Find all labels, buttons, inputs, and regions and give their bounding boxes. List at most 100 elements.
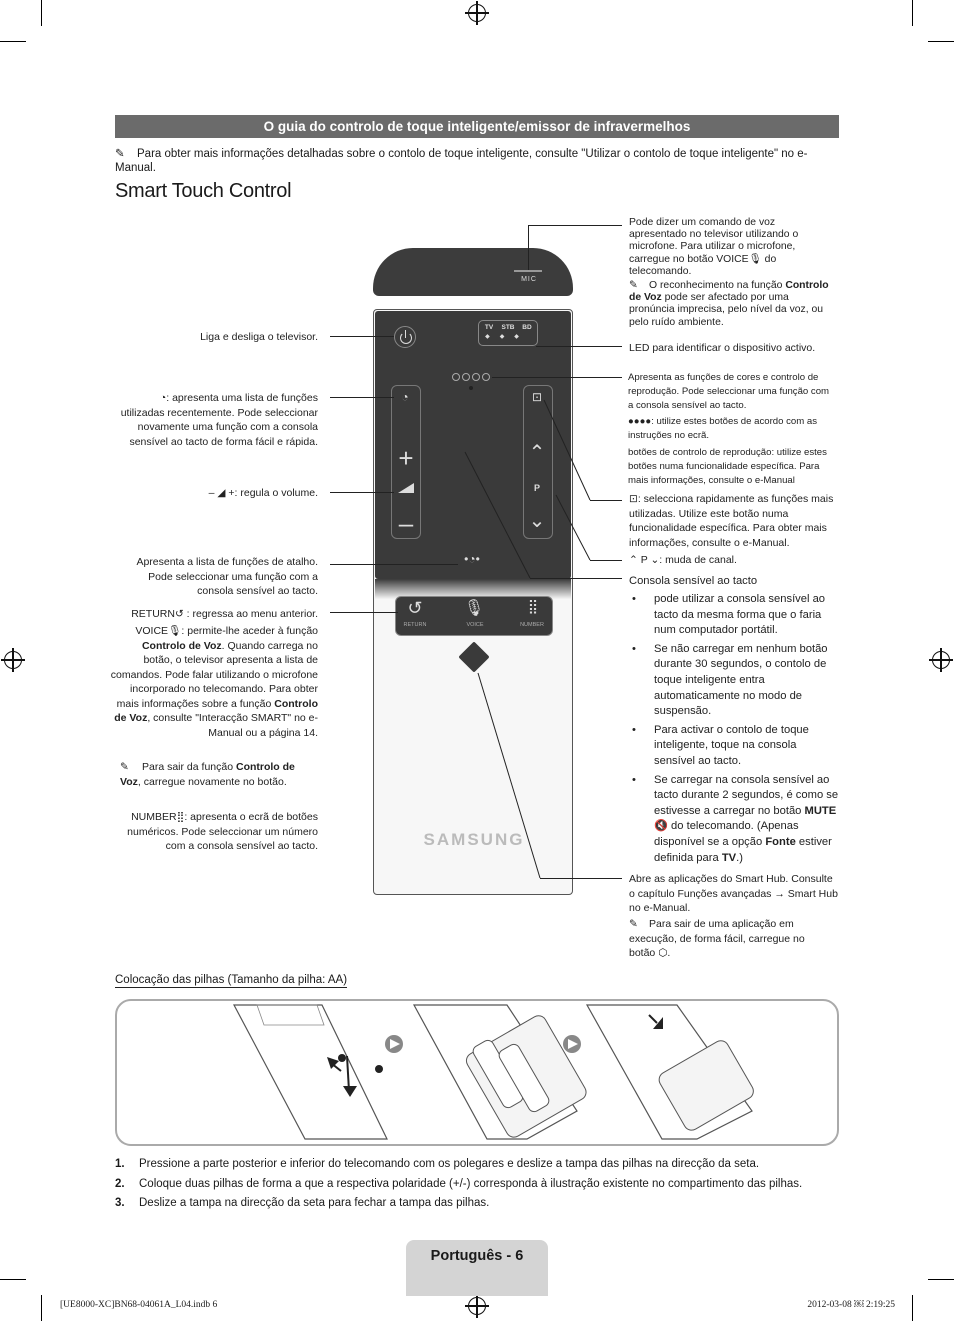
return-label: RETURN↺ : regressa ao menu anterior. — [131, 608, 318, 620]
list-item: 2.Coloque duas pilhas de forma a que a r… — [115, 1177, 803, 1190]
list-item: Para activar o contolo de toque intelige… — [632, 723, 839, 770]
crop-mark — [912, 0, 913, 26]
number-button-label: NUMBER — [520, 622, 544, 628]
mic-note: ✎O reconhecimento na função Controlo de … — [629, 280, 829, 328]
crop-mark — [912, 1295, 913, 1321]
page-number: Português - 6 — [430, 1248, 524, 1264]
remote-panel-fade — [375, 579, 571, 599]
crop-mark — [41, 1295, 42, 1321]
channel-up-icon[interactable]: ⌃ — [528, 442, 546, 464]
battery-illustration-frame — [115, 999, 839, 1146]
volume-rocker[interactable] — [391, 385, 421, 539]
return-button-label: RETURN — [403, 622, 427, 628]
note-pencil-icon: ✎ — [629, 918, 638, 930]
colors-dots-label: ●●●●: utilize estes botões de acordo com… — [628, 416, 818, 441]
color-dots-icon: ●●●● — [628, 416, 652, 427]
led-dots: ◆◆◆ — [485, 334, 529, 340]
bottom-button-bar — [395, 596, 553, 636]
shortcut-label: Apresenta a lista de funções de atalho. … — [136, 556, 318, 597]
playback-label: botões de controlo de reprodução: utiliz… — [628, 447, 827, 486]
battery-illustration — [233, 1004, 754, 1140]
leader-lines-svg — [464, 399, 591, 879]
shortcut-icon[interactable]: •◔• — [464, 552, 480, 566]
mic-grill — [514, 270, 542, 272]
crop-mark — [0, 1279, 26, 1280]
color-dot-icon — [482, 373, 490, 381]
power-button[interactable] — [394, 326, 416, 348]
page-heading: Smart Touch Control — [115, 180, 292, 202]
voice-mic-icon: 🎙 — [748, 253, 762, 265]
channel-rocker[interactable] — [523, 385, 553, 539]
crop-mark — [928, 1279, 954, 1280]
recent-icon[interactable]: ◔ — [401, 390, 409, 404]
registration-mark-icon — [929, 648, 953, 672]
note-pencil-icon: ✎ — [120, 761, 129, 773]
registration-mark-icon — [465, 1294, 489, 1318]
footer-file-info: [UE8000-XC]BN68-04061A_L04.indb 6 — [60, 1300, 218, 1310]
recent-icon: ◔: — [159, 392, 170, 404]
color-dot-icon — [452, 373, 460, 381]
recent-label: ◔: apresenta uma lista de funções utiliz… — [120, 392, 318, 448]
voice-label: VOICE🎙: permite-lhe aceder à função Cont… — [110, 625, 318, 739]
touchpad-title: Consola sensível ao tacto — [629, 575, 758, 587]
volume-label: – ◢ +: regula o volume. — [208, 487, 318, 499]
volume-down-icon[interactable]: – — [398, 508, 414, 538]
volume-level-icon: ◢ — [217, 487, 226, 499]
smart-hub-note: ✎Para sair de uma aplicação em execução,… — [629, 918, 805, 959]
intro-note: ✎Para obter mais informações detalhadas … — [115, 148, 808, 174]
tools-icon[interactable]: ⊡ — [531, 390, 543, 404]
voice-note: ✎Para sair da função Controlo de Voz, ca… — [120, 761, 295, 788]
smart-hub-icon: ⬡ — [658, 947, 668, 959]
touchpad-bullets: pode utilizar a consola sensível ao tact… — [629, 592, 839, 869]
channel-label: ⌃ P ⌄: muda de canal. — [629, 554, 737, 566]
voice-mic-icon[interactable]: 🎙 — [463, 600, 485, 617]
number-grid-icon[interactable]: ⣿ — [527, 598, 539, 614]
smart-hub-label: Abre as aplicações do Smart Hub. Consult… — [629, 873, 838, 914]
colors-label: Apresenta as funções de cores e controlo… — [628, 372, 830, 411]
brand-logo: SAMSUNG — [423, 830, 525, 849]
led-label: LED para identificar o dispositivo activ… — [629, 342, 816, 354]
list-item: Se carregar na consola sensível ao tacto… — [632, 773, 839, 867]
list-item: Se não carregar em nenhum botão durante … — [632, 642, 839, 720]
power-icon — [400, 332, 412, 344]
page-tab: Português - 6 — [406, 1240, 548, 1296]
led-indicator-panel — [478, 320, 538, 346]
channel-down-icon: ⌄ — [650, 554, 660, 566]
led-label-bd: BD — [522, 324, 532, 331]
return-icon: ↺ — [174, 608, 184, 620]
led-label-tv: TV — [484, 324, 494, 331]
channel-up-icon: ⌃ — [629, 554, 638, 566]
battery-steps: 1.Pressione a parte posterior e inferior… — [115, 1155, 845, 1214]
crop-mark — [41, 0, 42, 26]
channel-p-label: P — [533, 483, 540, 493]
tools-icon: ⊡ — [629, 493, 638, 505]
color-buttons[interactable] — [452, 373, 492, 381]
led-label-stb: STB — [501, 324, 515, 331]
voice-button-label: VOICE — [466, 622, 484, 628]
registration-mark-icon — [465, 1, 489, 25]
footer-timestamp: 2012-03-08 ￼ 2:19:25 — [807, 1300, 895, 1310]
list-item: 3.Deslize a tampa na direcção da seta pa… — [115, 1197, 490, 1209]
list-item: 1.Pressione a parte posterior e inferior… — [115, 1158, 760, 1170]
number-grid-icon: ⣿ — [176, 811, 185, 823]
section-title: O guia do controlo de toque inteligente/… — [115, 115, 839, 138]
list-item: pode utilizar a consola sensível ao tact… — [632, 592, 839, 639]
color-dot-icon — [462, 373, 470, 381]
volume-up-icon[interactable]: + — [398, 443, 414, 473]
remote-top-cap — [373, 248, 573, 296]
note-pencil-icon: ✎ — [115, 148, 125, 160]
return-icon[interactable]: ↺ — [407, 598, 423, 618]
registration-mark-icon — [1, 648, 25, 672]
crop-mark — [0, 41, 26, 42]
battery-title: Colocação das pilhas (Tamanho da pilha: … — [115, 974, 348, 988]
number-label: NUMBER⣿: apresenta o ecrã de botões numé… — [127, 811, 318, 852]
mic-label-desc: Pode dizer um comando de voz apresentado… — [629, 217, 799, 277]
note-pencil-icon: ✎ — [629, 280, 638, 291]
mute-icon: 🔇 — [654, 820, 668, 833]
channel-down-icon[interactable]: ⌄ — [528, 510, 546, 532]
color-dot-icon — [472, 373, 480, 381]
volume-level-icon — [398, 483, 414, 493]
voice-mic-icon: 🎙 — [168, 625, 182, 637]
remote-dark-panel — [375, 311, 571, 579]
power-label: Liga e desliga o televisor. — [200, 331, 318, 343]
